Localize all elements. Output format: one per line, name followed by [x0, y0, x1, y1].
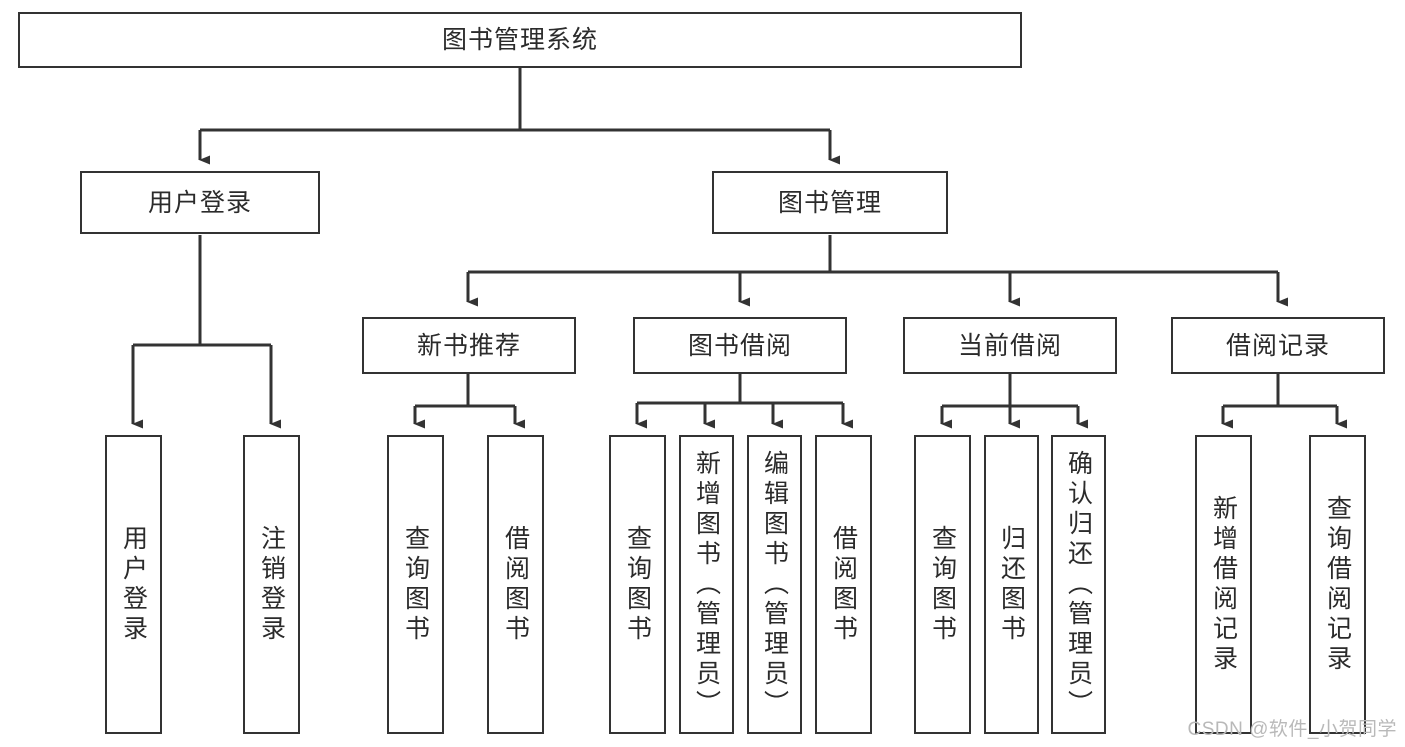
node-label: 用户登录: [147, 188, 252, 217]
node-book-borrow[interactable]: 图书借阅: [633, 317, 847, 374]
leaf-current-confirm-return-admin[interactable]: 确认归还（管理员）: [1051, 435, 1106, 734]
leaf-borrow-add-book-admin[interactable]: 新增图书（管理员）: [679, 435, 734, 734]
leaf-user-login-signin[interactable]: 用户登录: [105, 435, 162, 734]
node-label: 查询图书: [623, 524, 652, 645]
node-root-system[interactable]: 图书管理系统: [18, 12, 1022, 68]
leaf-record-add-record[interactable]: 新增借阅记录: [1195, 435, 1252, 734]
leaf-current-query-book[interactable]: 查询图书: [914, 435, 971, 734]
node-label: 图书管理系统: [441, 26, 598, 54]
node-label: 借阅记录: [1225, 331, 1330, 360]
leaf-borrow-edit-book-admin[interactable]: 编辑图书（管理员）: [747, 435, 802, 734]
node-book-management[interactable]: 图书管理: [712, 171, 948, 234]
leaf-borrow-borrow-book[interactable]: 借阅图书: [815, 435, 872, 734]
node-label: 确认归还（管理员）: [1064, 449, 1093, 720]
node-label: 新增图书（管理员）: [692, 449, 721, 720]
node-label: 新书推荐: [416, 331, 521, 360]
node-label: 查询借阅记录: [1323, 494, 1352, 675]
node-label: 图书管理: [777, 188, 882, 217]
node-label: 借阅图书: [501, 524, 530, 645]
node-new-book-recommend[interactable]: 新书推荐: [362, 317, 576, 374]
node-label: 归还图书: [997, 524, 1026, 645]
node-label: 查询图书: [401, 524, 430, 645]
node-label: 用户登录: [119, 524, 148, 645]
leaf-current-return-book[interactable]: 归还图书: [984, 435, 1039, 734]
node-label: 编辑图书（管理员）: [760, 449, 789, 720]
leaf-recommend-query-book[interactable]: 查询图书: [387, 435, 444, 734]
leaf-borrow-query-book[interactable]: 查询图书: [609, 435, 666, 734]
node-label: 查询图书: [928, 524, 957, 645]
leaf-record-query-record[interactable]: 查询借阅记录: [1309, 435, 1366, 734]
node-label: 当前借阅: [957, 331, 1062, 360]
leaf-user-login-signout[interactable]: 注销登录: [243, 435, 300, 734]
leaf-recommend-borrow-book[interactable]: 借阅图书: [487, 435, 544, 734]
node-current-borrow[interactable]: 当前借阅: [903, 317, 1117, 374]
node-label: 借阅图书: [829, 524, 858, 645]
node-label: 图书借阅: [687, 331, 792, 360]
node-user-login[interactable]: 用户登录: [80, 171, 320, 234]
node-label: 注销登录: [257, 524, 286, 645]
node-borrow-record[interactable]: 借阅记录: [1171, 317, 1385, 374]
watermark-text: CSDN @软件_小贺同学: [1187, 719, 1397, 740]
node-label: 新增借阅记录: [1209, 494, 1238, 675]
